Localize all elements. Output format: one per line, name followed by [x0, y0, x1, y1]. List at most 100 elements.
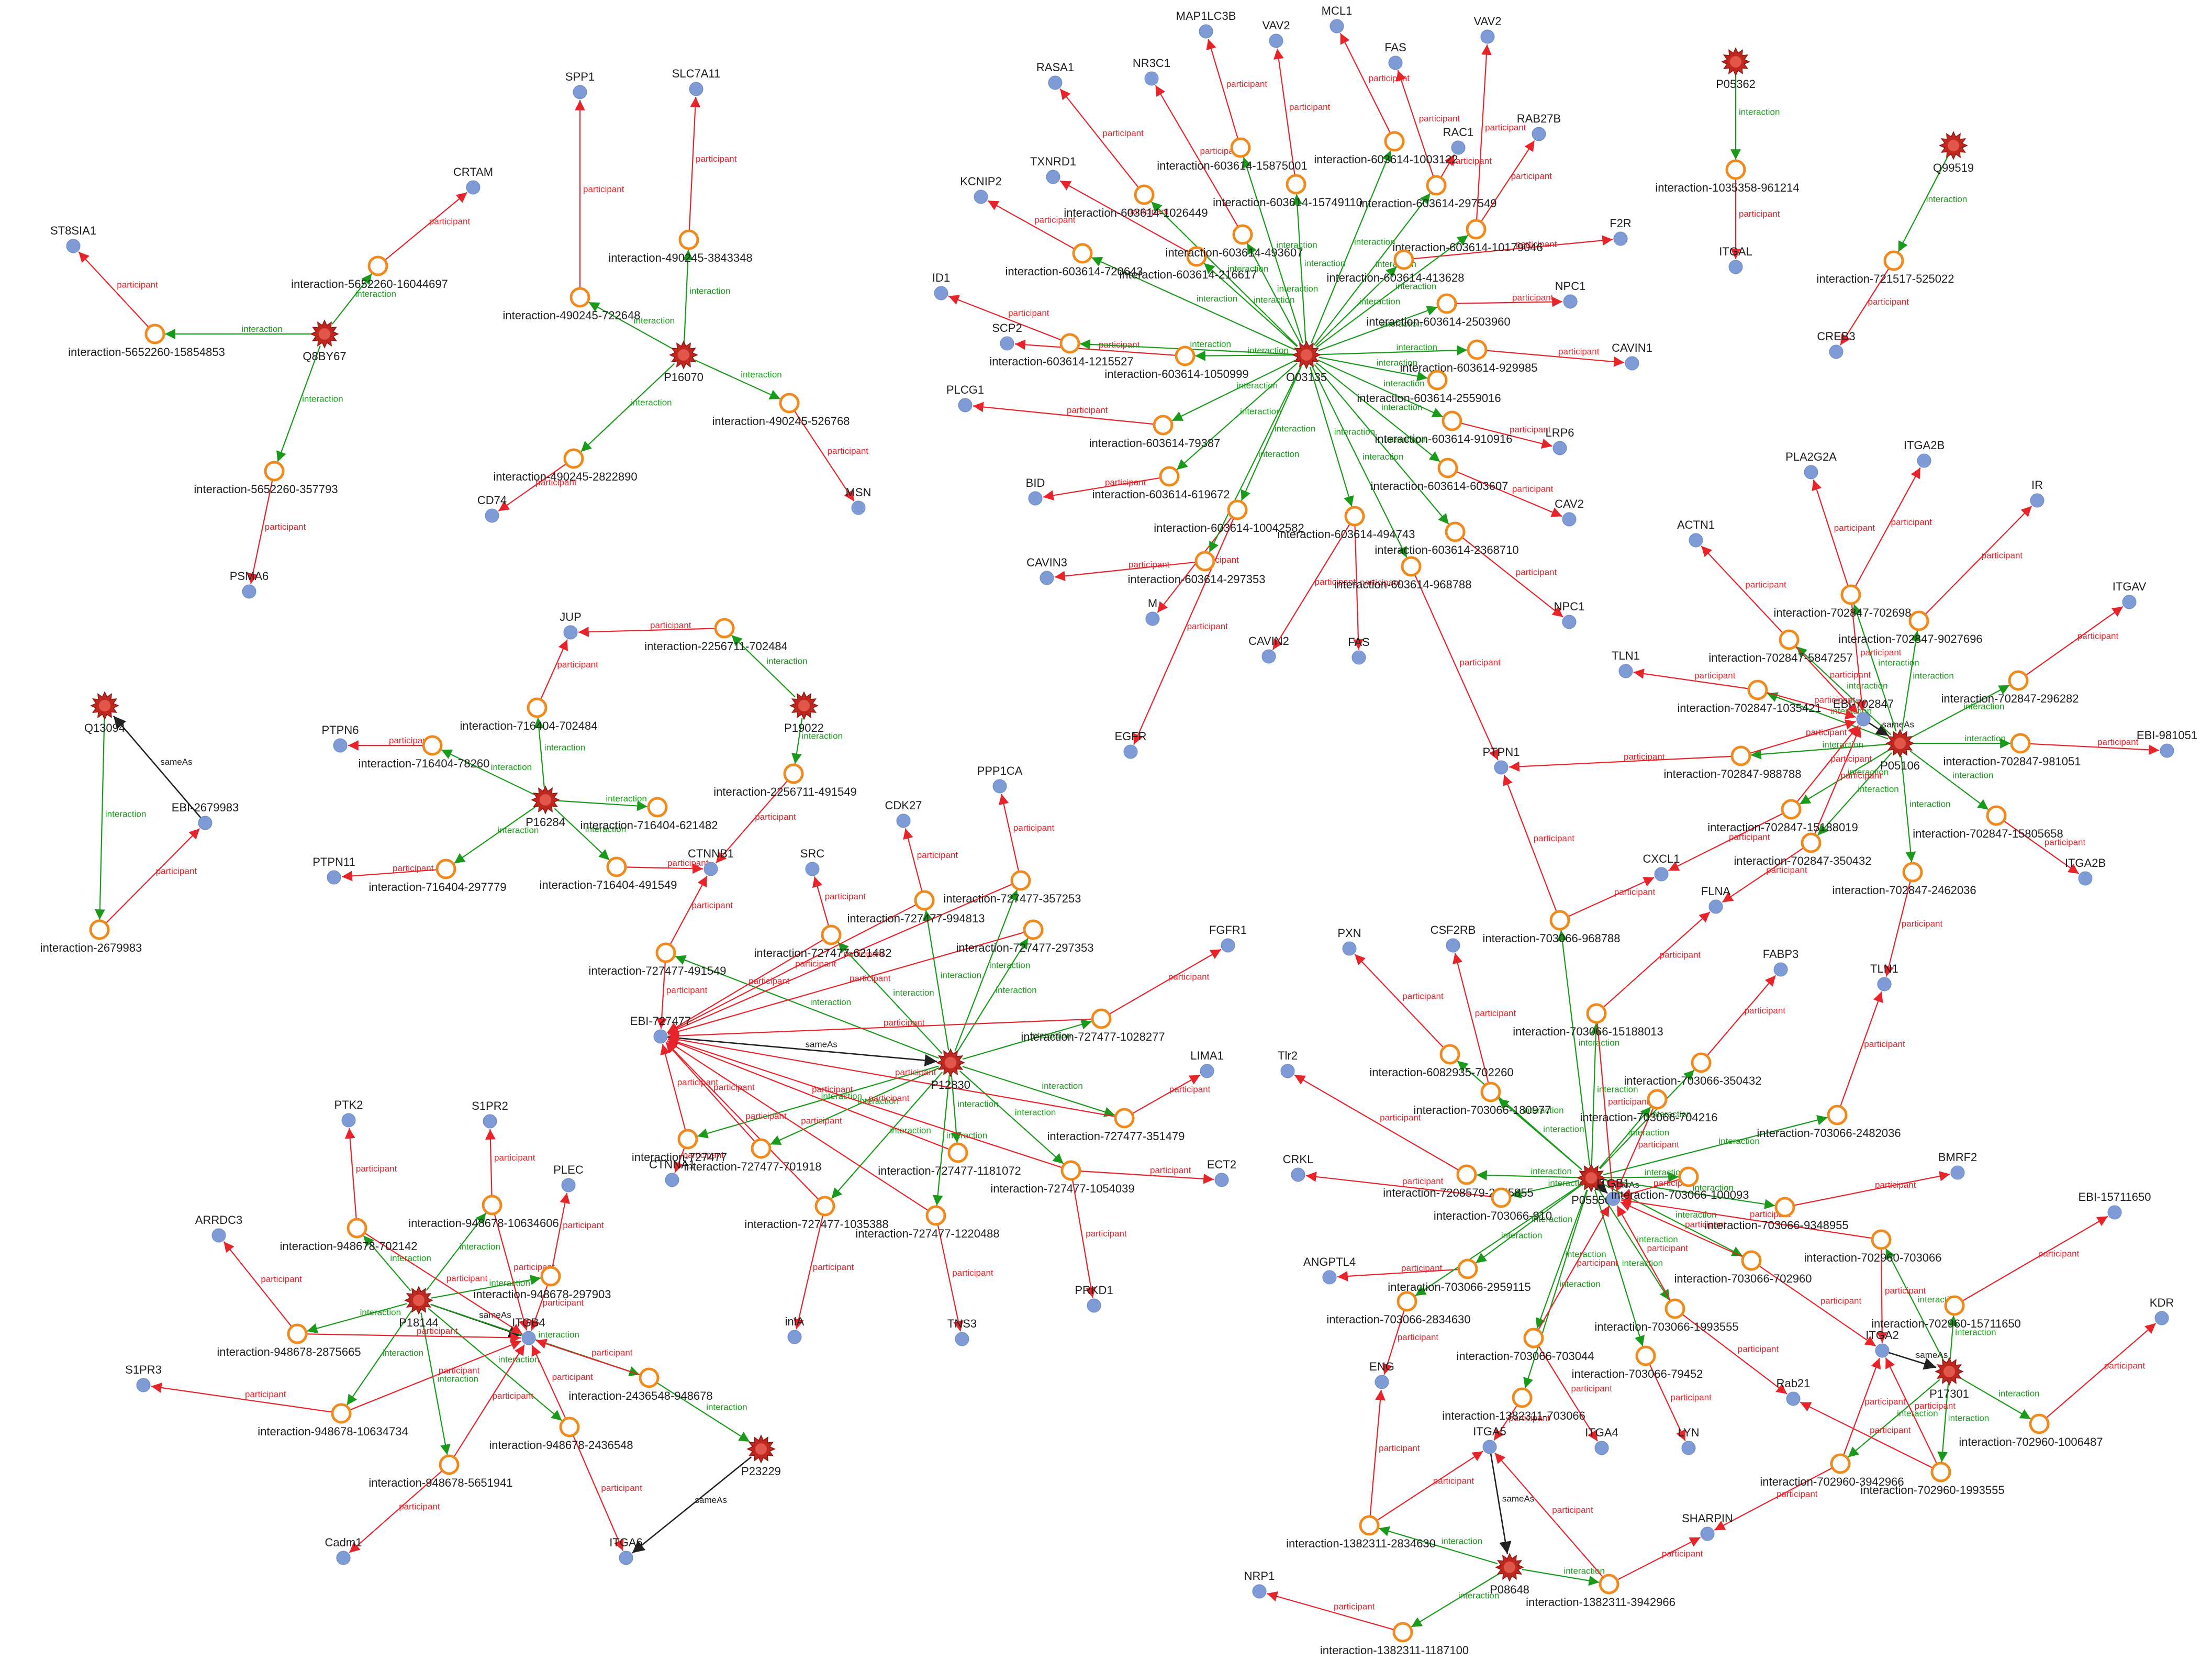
node-interactor[interactable]: PTPN11	[312, 855, 355, 885]
node-interaction[interactable]: interaction-702960-1006487	[1959, 1413, 2103, 1448]
node-interactor[interactable]: ANGPTL4	[1303, 1255, 1356, 1285]
node-interactor[interactable]: ITGA6	[609, 1536, 643, 1565]
node-interaction[interactable]: interaction-727477-1035388	[744, 1196, 889, 1231]
node-interaction[interactable]: interaction-2256711-491549	[713, 763, 857, 798]
node-interactor[interactable]: SCP2	[992, 321, 1022, 351]
node-interactor[interactable]: TXNRD1	[1030, 155, 1076, 184]
node-interactor[interactable]: NPC1	[1554, 600, 1585, 629]
node-interaction[interactable]: interaction-703066-180977	[1414, 1082, 1551, 1117]
node-protein[interactable]: Q8BY67	[303, 319, 347, 363]
node-interactor[interactable]: LRP6	[1545, 426, 1574, 455]
node-interactor[interactable]: PSMA6	[230, 570, 269, 599]
node-interactor[interactable]: CSF2RB	[1431, 923, 1476, 953]
node-interaction[interactable]: interaction-603614-216617	[1120, 246, 1257, 281]
node-interaction[interactable]: interaction-1382311-1187100	[1320, 1622, 1469, 1657]
node-protein[interactable]: P08648	[1490, 1553, 1529, 1596]
node-interaction[interactable]: interaction-702847-702698	[1774, 584, 1912, 619]
node-interaction[interactable]: interaction-948678-702142	[280, 1218, 418, 1253]
node-interactor[interactable]: PXN	[1337, 927, 1361, 956]
node-interactor[interactable]: LYN	[1678, 1426, 1700, 1455]
node-interaction[interactable]: interaction-702847-5847257	[1708, 629, 1853, 664]
node-interactor[interactable]: ITGA2	[1865, 1329, 1899, 1358]
node-interaction[interactable]: interaction-2256711-702484	[644, 618, 788, 653]
node-interaction[interactable]: interaction-703066-9348955	[1704, 1197, 1849, 1232]
node-interaction[interactable]: interaction-603614-79387	[1089, 415, 1221, 450]
node-interactor[interactable]: ARRDC3	[195, 1213, 242, 1243]
node-interaction[interactable]: interaction-702847-15805658	[1913, 805, 2063, 840]
node-interaction[interactable]: interaction-1382311-703066	[1442, 1387, 1585, 1422]
node-interactor[interactable]: ST8SIA1	[50, 224, 96, 253]
node-interaction[interactable]: interaction-603614-413628	[1327, 249, 1465, 284]
node-protein[interactable]: P16070	[664, 340, 703, 384]
node-interactor[interactable]: TNS3	[947, 1317, 977, 1346]
node-interactor[interactable]: Tlr2	[1278, 1049, 1298, 1078]
node-interactor[interactable]: ID1	[932, 271, 950, 300]
node-interaction[interactable]: interaction-727477-1054039	[990, 1160, 1135, 1195]
node-interaction[interactable]: interaction-703066-79452	[1572, 1345, 1703, 1380]
node-interactor[interactable]: S1PR2	[472, 1099, 508, 1129]
node-interaction[interactable]: interaction-716404-78260	[359, 735, 490, 770]
node-interactor[interactable]: IR	[2030, 478, 2045, 508]
node-interactor[interactable]: FABP3	[1763, 948, 1798, 977]
node-interaction[interactable]: interaction-603614-929985	[1400, 339, 1538, 374]
node-interaction[interactable]: interaction-603614-10179046	[1392, 219, 1543, 254]
node-interaction[interactable]: interaction-727477-701918	[684, 1138, 822, 1173]
node-interaction[interactable]: interaction-702847-2462036	[1832, 862, 1976, 897]
node-interaction[interactable]: interaction-5652260-357793	[194, 461, 338, 496]
node-protein[interactable]: P18144	[399, 1286, 439, 1329]
node-interaction[interactable]: interaction-703066-702960	[1674, 1250, 1812, 1285]
node-interaction[interactable]: interaction-727477-1181072	[878, 1142, 1021, 1177]
node-interactor[interactable]: CAVIN2	[1248, 634, 1289, 664]
node-interaction[interactable]: interaction-727477-1220488	[855, 1205, 1000, 1240]
node-interaction[interactable]: interaction-948678-2875665	[217, 1323, 361, 1358]
node-interactor[interactable]: PTPN1	[1483, 745, 1520, 775]
node-interactor[interactable]: ITGA5	[1473, 1425, 1506, 1454]
node-protein[interactable]: P16284	[526, 785, 565, 829]
node-interactor[interactable]: Cadm1	[325, 1536, 362, 1565]
node-interactor[interactable]: FAS	[1348, 636, 1370, 665]
node-interaction[interactable]: interaction-702960-15711650	[1871, 1295, 2021, 1330]
node-interaction[interactable]: interaction-948678-297903	[474, 1266, 611, 1301]
node-protein[interactable]: P19022	[784, 691, 824, 734]
node-interactor[interactable]: FGFR1	[1209, 923, 1247, 953]
node-interactor[interactable]: CTNNB1	[688, 847, 734, 876]
node-interactor[interactable]: ITGA2B	[1904, 439, 1945, 468]
node-interaction[interactable]: interaction-603614-2368710	[1375, 521, 1519, 556]
node-protein[interactable]: P23229	[741, 1434, 781, 1478]
node-interaction[interactable]: interaction-603614-1050999	[1104, 345, 1249, 381]
node-interactor[interactable]: RASA1	[1036, 61, 1074, 90]
node-interactor[interactable]: EBI-2679983	[172, 801, 239, 830]
node-interaction[interactable]: interaction-603614-968788	[1334, 556, 1472, 591]
node-protein[interactable]: Q99519	[1933, 131, 1974, 174]
node-interaction[interactable]: interaction-603614-10042582	[1154, 499, 1304, 534]
node-interaction[interactable]: interaction-702847-296282	[1941, 670, 2079, 705]
node-protein[interactable]: P17301	[1929, 1357, 1969, 1400]
node-interactor[interactable]: PRKD1	[1075, 1284, 1113, 1313]
node-interaction[interactable]: interaction-703066-350432	[1624, 1052, 1762, 1087]
node-interaction[interactable]: interaction-702847-15188019	[1707, 799, 1858, 834]
node-interactor[interactable]: S1PR3	[125, 1363, 162, 1392]
node-interaction[interactable]: interaction-702847-981051	[1943, 733, 2081, 768]
node-interactor[interactable]: Rab21	[1777, 1377, 1811, 1406]
node-protein[interactable]: O03135	[1286, 340, 1327, 384]
node-interaction[interactable]: interaction-1382311-3942966	[1526, 1574, 1675, 1609]
node-interaction[interactable]: interaction-2436548-948678	[568, 1367, 713, 1402]
node-interactor[interactable]: inlA	[785, 1315, 805, 1344]
node-interactor[interactable]: MCL1	[1322, 4, 1353, 34]
node-interactor[interactable]: CD74	[477, 494, 507, 523]
node-interactor[interactable]: CAVIN1	[1612, 341, 1652, 371]
node-interactor[interactable]: CAVIN3	[1026, 556, 1067, 585]
node-interactor[interactable]: JUP	[560, 610, 582, 640]
node-interaction[interactable]: interaction-702847-350432	[1734, 832, 1872, 867]
node-interactor[interactable]: ITGA2B	[2065, 856, 2106, 886]
node-interaction[interactable]: interaction-490245-2822890	[493, 448, 638, 483]
node-interaction[interactable]: interaction-5652260-16044697	[291, 255, 448, 291]
node-interaction[interactable]: interaction-490245-526768	[712, 393, 850, 428]
node-interactor[interactable]: BMRF2	[1938, 1151, 1978, 1180]
node-interactor[interactable]: TLN1	[1870, 962, 1898, 991]
node-interactor[interactable]: SHARPIN	[1682, 1512, 1733, 1541]
node-interactor[interactable]: CAV2	[1555, 497, 1584, 527]
node-interaction[interactable]: interaction-948678-2436548	[489, 1417, 633, 1452]
node-interactor[interactable]: ENG	[1369, 1360, 1394, 1389]
node-interaction[interactable]: interaction-727477-994813	[847, 890, 985, 925]
